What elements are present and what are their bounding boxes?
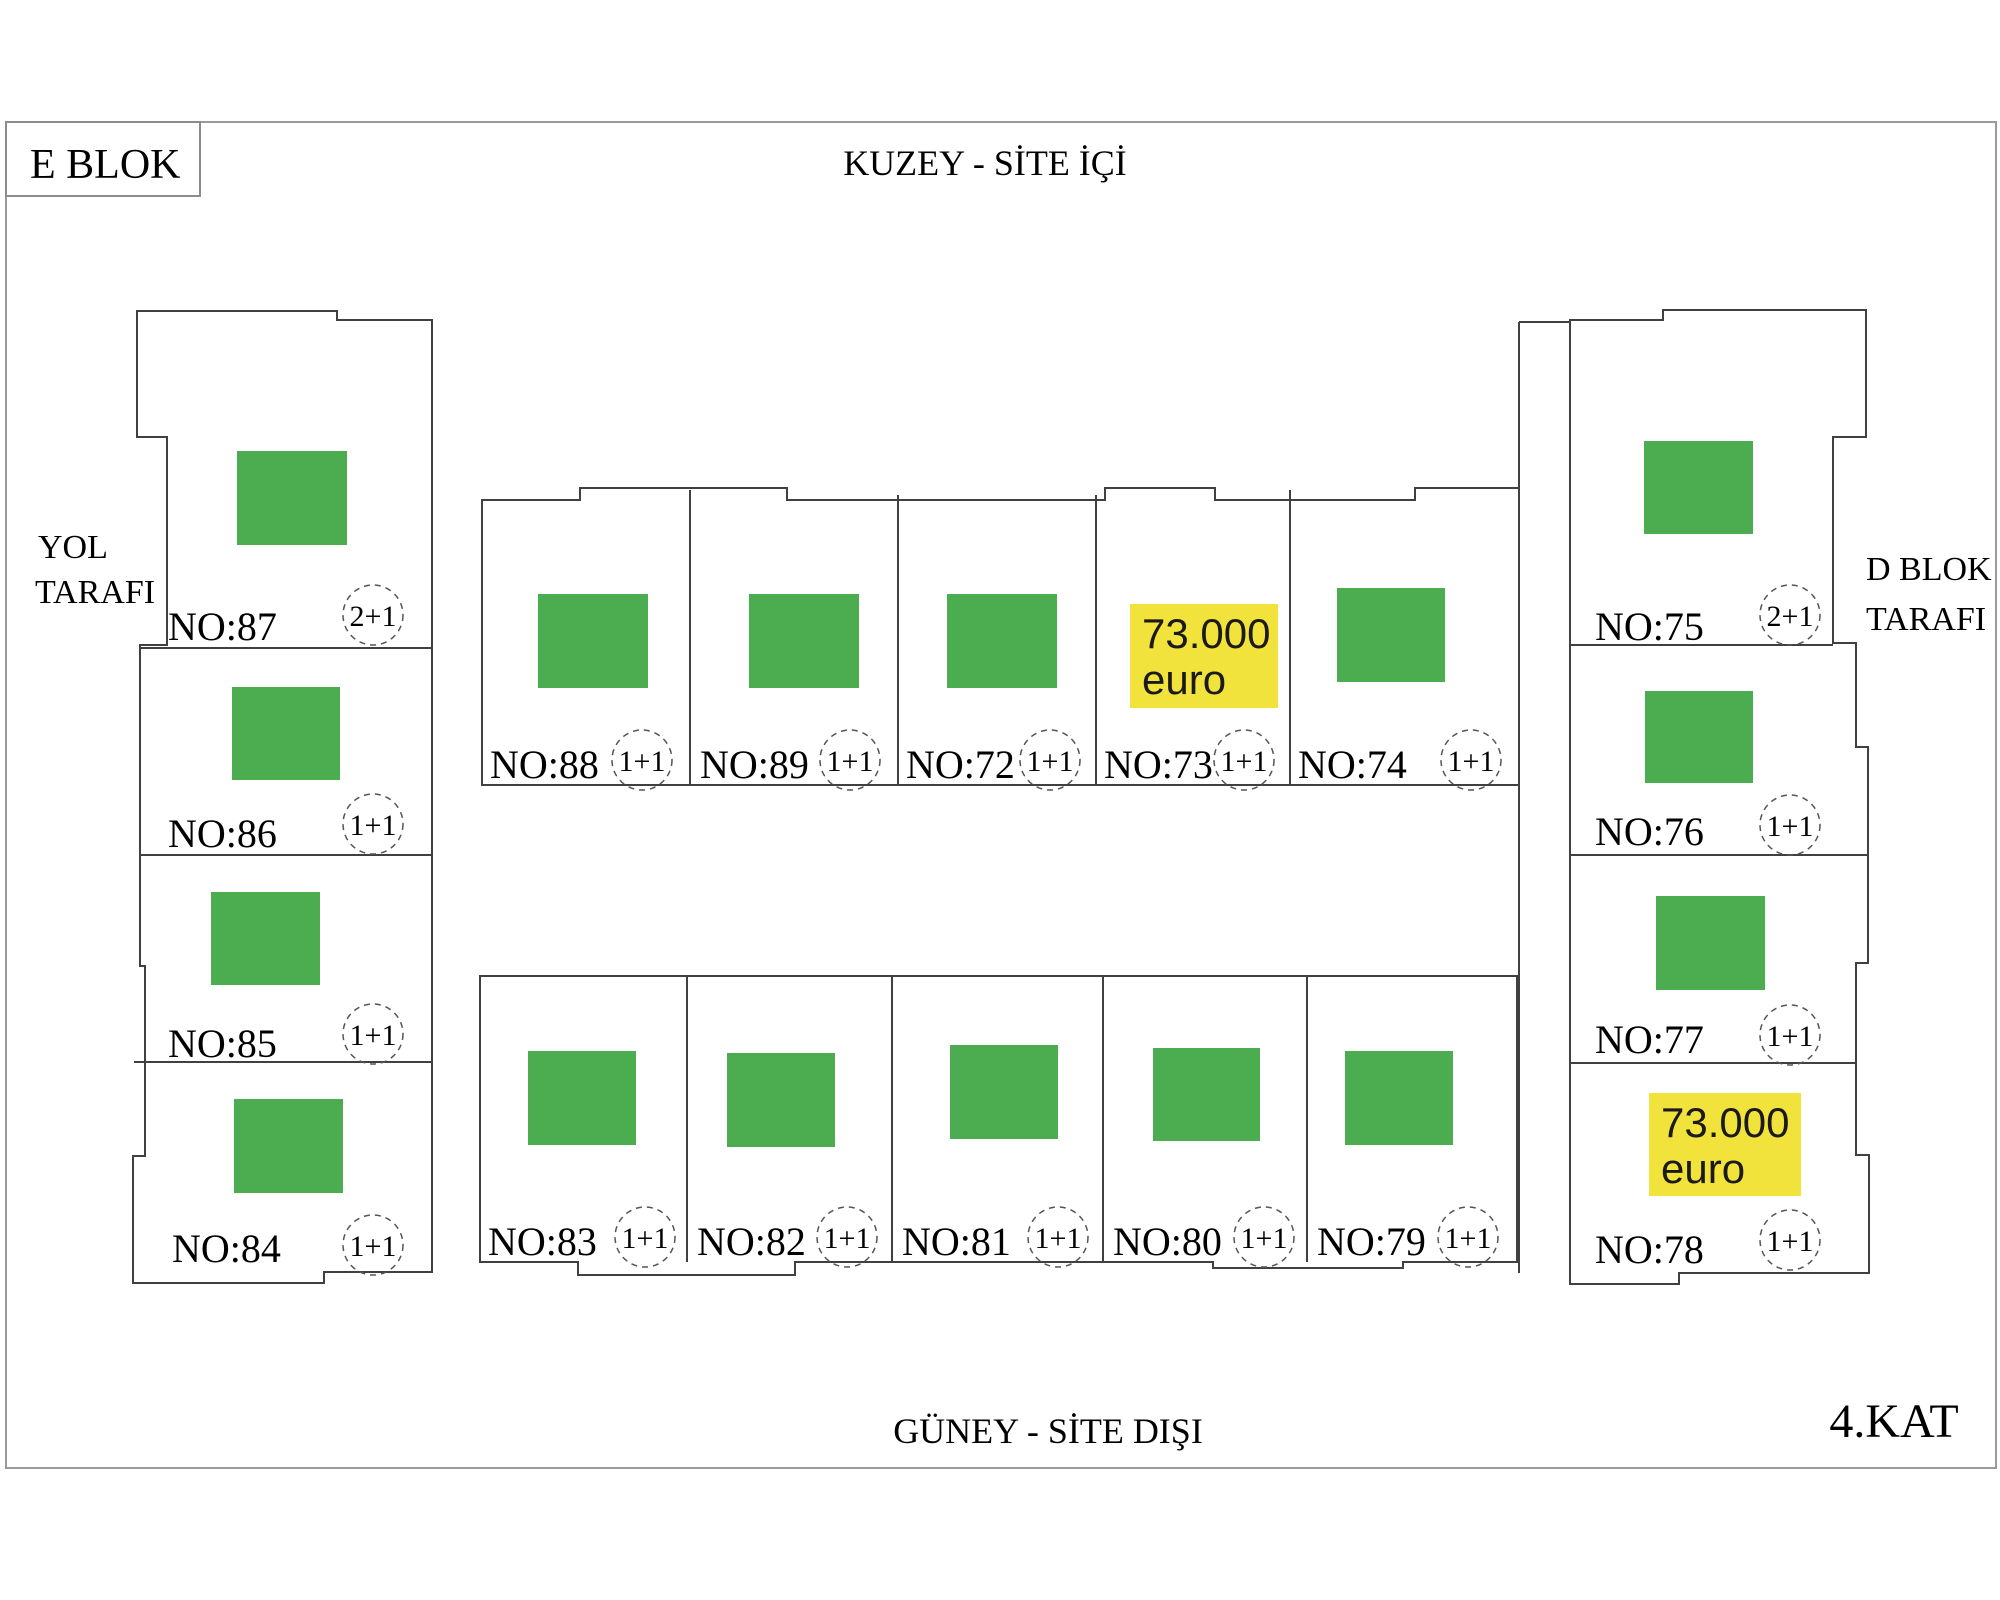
unit-72-type-circle	[1019, 729, 1081, 791]
unit-78-price-background	[1649, 1093, 1801, 1196]
unit-85-type-circle	[342, 1003, 404, 1065]
unit-75-available-marker	[1644, 441, 1753, 534]
unit-74-type-circle	[1440, 729, 1502, 791]
unit-76-type: 1+1	[1767, 810, 1814, 843]
unit-73-label: NO:73	[1104, 742, 1213, 787]
unit-84-label: NO:84	[172, 1226, 281, 1271]
orientation-label-south: GÜNEY - SİTE DIŞI	[893, 1411, 1203, 1451]
unit-72-available-marker	[947, 594, 1057, 688]
unit-72-label: NO:72	[906, 742, 1015, 787]
unit-78-price-highlight: 73.000 euro	[1649, 1093, 1801, 1196]
unit-74-label: NO:74	[1298, 742, 1407, 787]
unit-78-label: NO:78	[1595, 1227, 1704, 1272]
unit-77-type-circle	[1759, 1004, 1821, 1066]
orientation-label-north: KUZEY - SİTE İÇİ	[843, 143, 1127, 183]
unit-83-type: 1+1	[622, 1222, 669, 1255]
unit-85-label: NO:85	[168, 1021, 277, 1066]
right-wing-outline	[1569, 309, 1870, 1285]
unit-79-type: 1+1	[1445, 1222, 1492, 1255]
unit-87-label: NO:87	[168, 604, 277, 649]
unit-83-label: NO:83	[488, 1219, 597, 1264]
unit-87-type: 2+1	[350, 600, 397, 633]
unit-89-available-marker	[749, 594, 859, 688]
unit-73-price-background	[1130, 604, 1278, 708]
orientation-label-west-line1: YOL	[38, 529, 108, 566]
left-wing-outline	[132, 310, 433, 1284]
unit-76-label: NO:76	[1595, 809, 1704, 854]
unit-89-label: NO:89	[700, 742, 809, 787]
unit-81-type-circle	[1027, 1206, 1089, 1268]
unit-81-label: NO:81	[902, 1219, 1011, 1264]
unit-82-type-circle	[816, 1206, 878, 1268]
unit-73-type-circle	[1213, 729, 1275, 791]
unit-88-type: 1+1	[619, 745, 666, 778]
orientation-label-east-line2: TARAFI	[1866, 601, 1986, 638]
plan-outer-border	[5, 121, 1997, 1469]
unit-86-available-marker	[232, 687, 340, 780]
unit-79-available-marker	[1345, 1051, 1453, 1145]
unit-75-type: 2+1	[1767, 600, 1814, 633]
unit-74-available-marker	[1337, 588, 1445, 682]
unit-76-type-circle	[1759, 794, 1821, 856]
unit-83-type-circle	[614, 1206, 676, 1268]
unit-72-type: 1+1	[1027, 745, 1074, 778]
unit-84-available-marker	[234, 1099, 343, 1193]
unit-80-label: NO:80	[1113, 1219, 1222, 1264]
unit-73-price-line2: euro	[1142, 656, 1226, 703]
orientation-label-east-line1: D BLOK	[1866, 551, 1992, 588]
unit-73-type: 1+1	[1221, 745, 1268, 778]
unit-79-type-circle	[1437, 1206, 1499, 1268]
unit-77-available-marker	[1656, 896, 1765, 990]
unit-88-type-circle	[611, 729, 673, 791]
unit-89-type-circle	[819, 729, 881, 791]
unit-76-available-marker	[1645, 691, 1753, 783]
unit-79-label: NO:79	[1317, 1219, 1426, 1264]
unit-87-available-marker	[237, 451, 347, 545]
unit-84-type: 1+1	[350, 1230, 397, 1263]
unit-80-type: 1+1	[1241, 1222, 1288, 1255]
unit-75-type-circle	[1759, 584, 1821, 646]
unit-84-type-circle	[342, 1214, 404, 1276]
unit-83-available-marker	[528, 1051, 636, 1145]
block-title: E BLOK	[30, 142, 181, 188]
unit-86-type-circle	[342, 793, 404, 855]
block-title-box	[5, 121, 201, 197]
unit-78-price-line2: euro	[1661, 1145, 1745, 1192]
unit-82-type: 1+1	[824, 1222, 871, 1255]
unit-77-label: NO:77	[1595, 1017, 1704, 1062]
orientation-label-west-line2: TARAFI	[35, 574, 155, 611]
unit-81-type: 1+1	[1035, 1222, 1082, 1255]
unit-78-price-line1: 73.000	[1661, 1099, 1789, 1146]
unit-89-type: 1+1	[827, 745, 874, 778]
unit-80-type-circle	[1233, 1206, 1295, 1268]
unit-87-type-circle	[342, 584, 404, 646]
unit-80-available-marker	[1153, 1048, 1260, 1141]
unit-75-label: NO:75	[1595, 604, 1704, 649]
unit-86-type: 1+1	[350, 809, 397, 842]
unit-86-label: NO:86	[168, 811, 277, 856]
unit-82-label: NO:82	[697, 1219, 806, 1264]
unit-85-type: 1+1	[350, 1019, 397, 1052]
unit-73-price-line1: 73.000	[1142, 610, 1270, 657]
unit-85-available-marker	[211, 892, 320, 985]
unit-74-type: 1+1	[1448, 745, 1495, 778]
unit-78-type: 1+1	[1767, 1225, 1814, 1258]
unit-81-available-marker	[950, 1045, 1058, 1139]
unit-73-price-highlight: 73.000 euro	[1130, 604, 1278, 708]
unit-77-type: 1+1	[1767, 1020, 1814, 1053]
unit-82-available-marker	[727, 1053, 835, 1147]
unit-88-available-marker	[538, 594, 648, 688]
floor-label: 4.KAT	[1829, 1395, 1958, 1448]
unit-88-label: NO:88	[490, 742, 599, 787]
unit-78-type-circle	[1759, 1209, 1821, 1271]
